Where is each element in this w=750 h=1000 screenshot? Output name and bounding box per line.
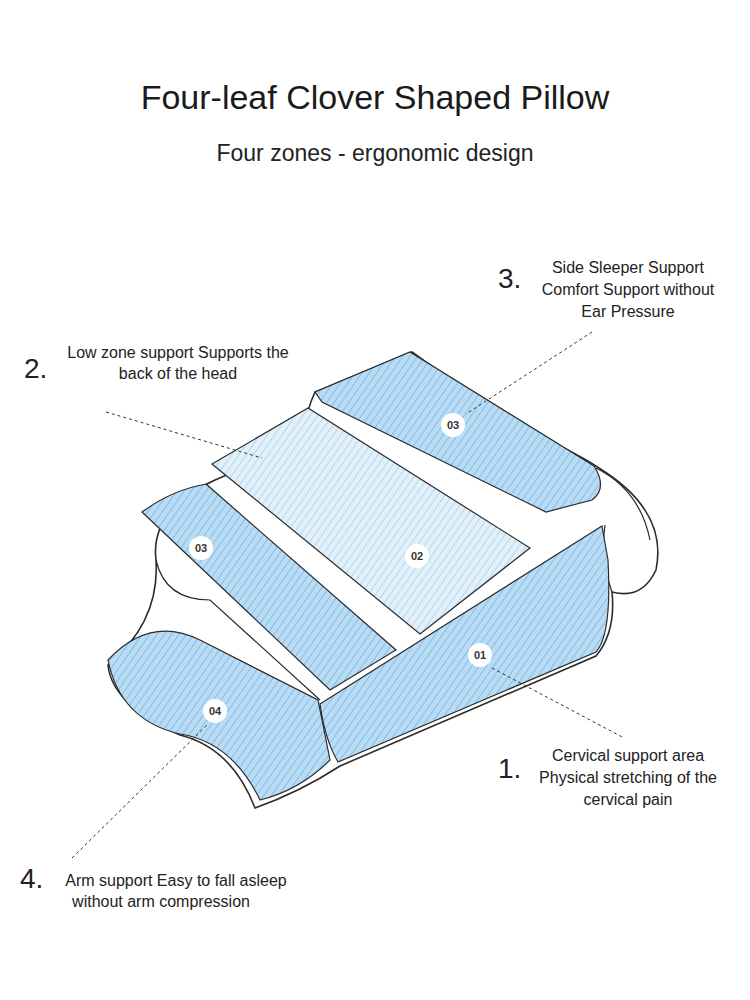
callout-number: 2. (24, 352, 54, 386)
callout-number: 3. (498, 262, 528, 296)
zone-01-front (320, 526, 609, 762)
callout-circle: 03 (441, 413, 465, 437)
subtitle: Four zones - ergonomic design (0, 140, 750, 168)
callout-number: 1. (498, 752, 528, 786)
zone-04-wing (108, 631, 330, 800)
callout-number: 03 (447, 420, 459, 431)
callout-number: 01 (474, 650, 486, 661)
callout-number: 02 (411, 551, 423, 562)
callout-text: Side Sleeper Support Comfort Support wit… (528, 257, 728, 323)
callout-number: 04 (209, 706, 221, 717)
callout-circle: 04 (203, 699, 227, 723)
pillow-body (108, 352, 658, 808)
callout-circle: 01 (468, 643, 492, 667)
title: Four-leaf Clover Shaped Pillow (0, 78, 750, 117)
callout-number: 4. (20, 862, 50, 896)
callout-circle: 02 (405, 544, 429, 568)
callout-circle: 03 (189, 536, 213, 560)
callout-text: Low zone support Supports the back of th… (58, 342, 298, 384)
callout-number: 03 (195, 543, 207, 554)
callout-text: Cervical support area Physical stretchin… (530, 745, 726, 811)
callout-text: Arm support Easy to fall asleep without … (26, 870, 296, 912)
